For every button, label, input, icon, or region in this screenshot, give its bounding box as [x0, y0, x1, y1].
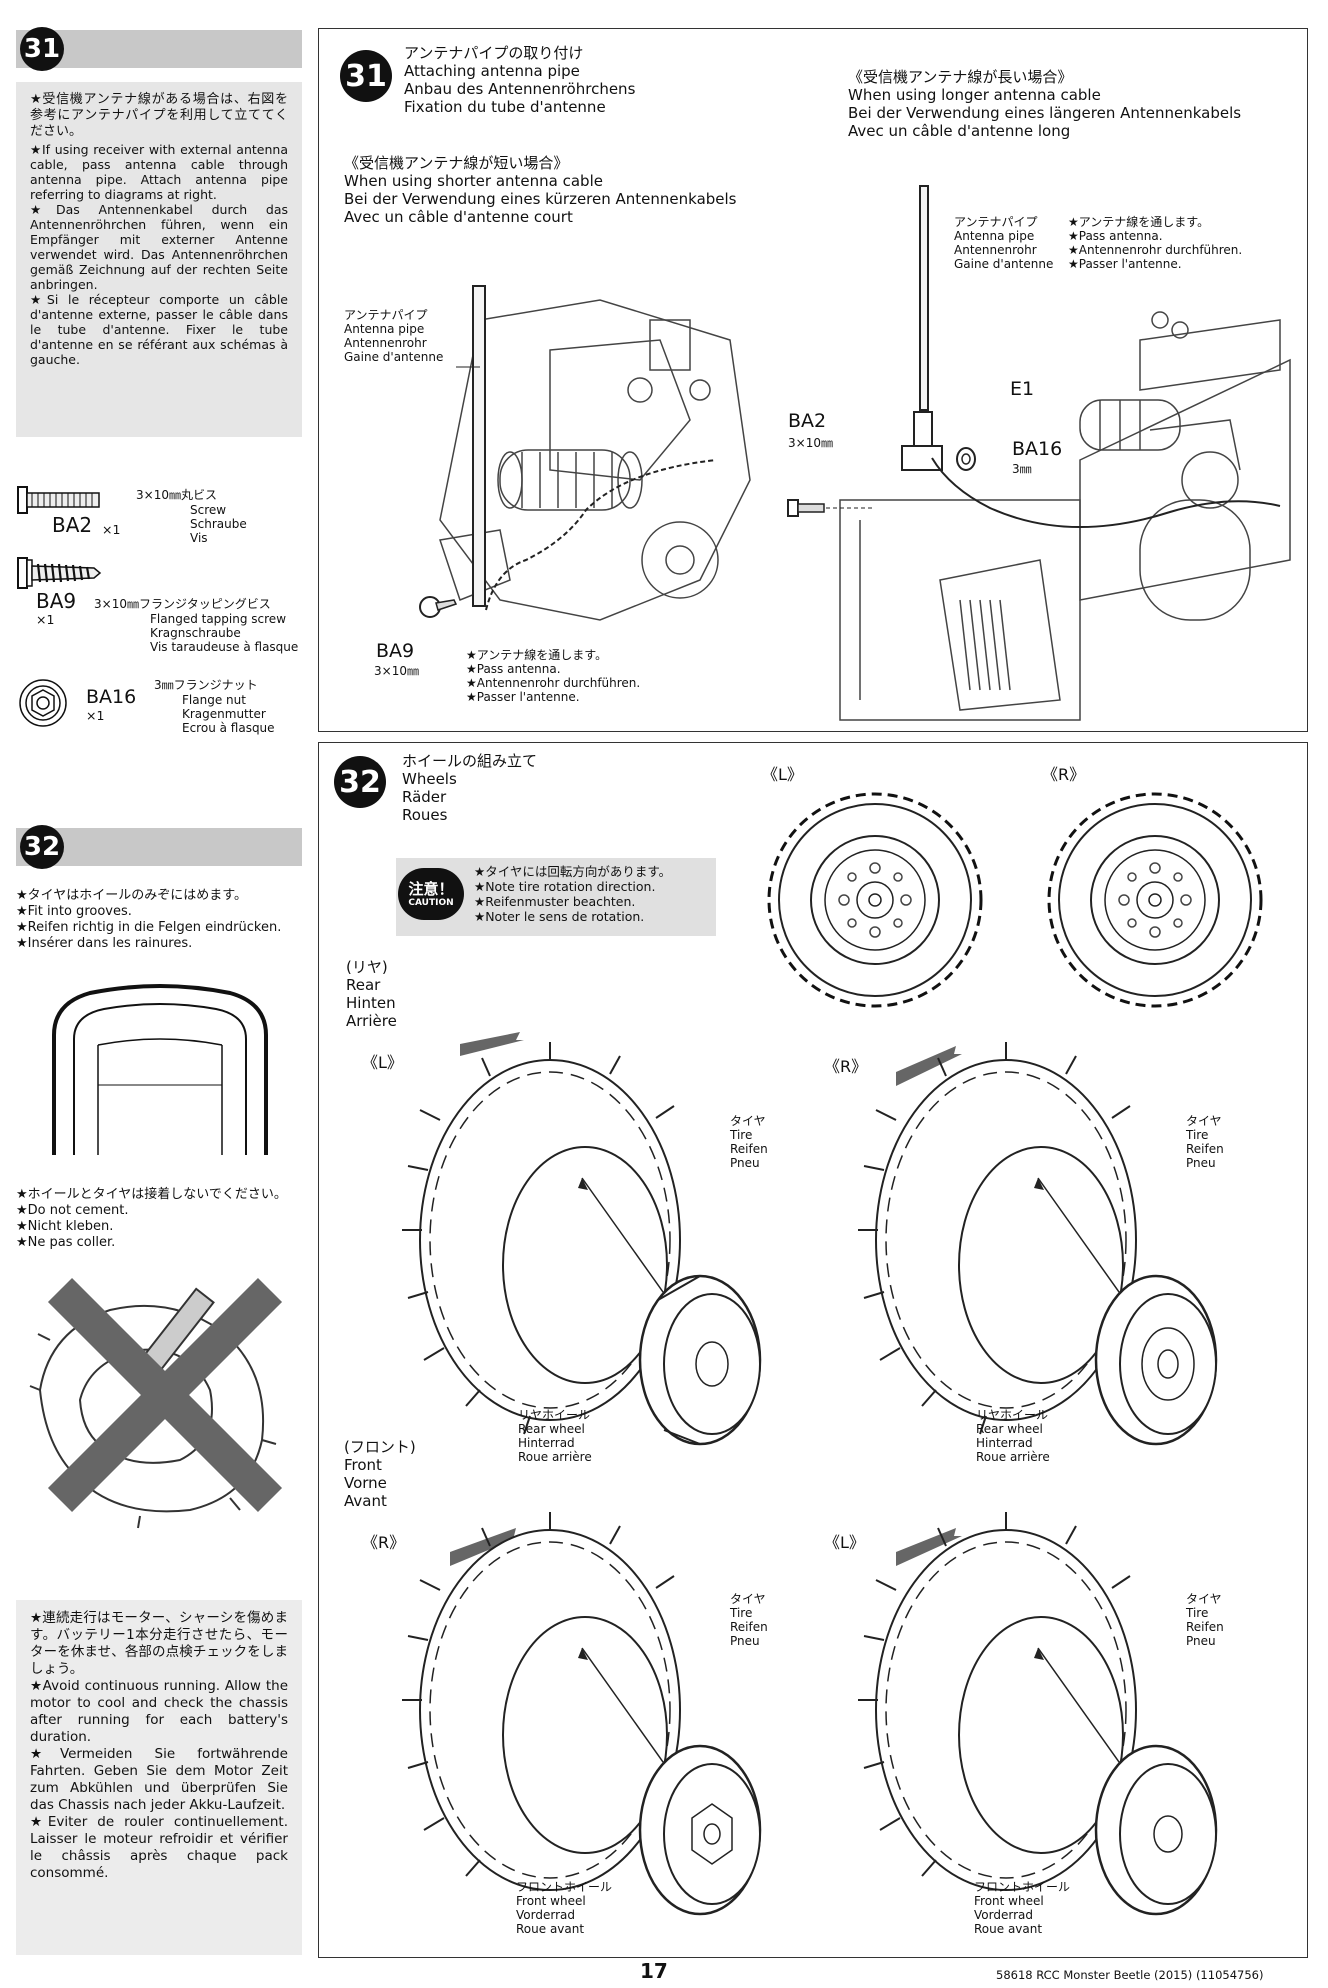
grooves-note: ★タイヤはホイールのみぞにはめます。★Fit into grooves.★Rei… [16, 888, 282, 951]
ba16-qty: ×1 [86, 708, 105, 723]
step32-sidebar-number: 32 [20, 825, 64, 869]
ba2-code: BA2 [52, 513, 93, 537]
rear-left-label: 《L》 [362, 1053, 403, 1072]
step31-sidebar-notes: ★受信機アンテナ線がある場合は、右図を参考にアンテナパイプを利用して立ててくださ… [16, 82, 302, 437]
step32-number: 32 [334, 756, 386, 808]
ba9-screw-drawing [419, 596, 458, 618]
front-right-tire-assembly [402, 1512, 762, 1916]
front-right-label: 《R》 [362, 1533, 406, 1552]
caution-badge-ja: 注意！ [408, 879, 454, 898]
page-number: 17 [640, 1959, 668, 1983]
short-cable-chassis-drawing [439, 299, 751, 621]
top-tire-right-label: 《R》 [1042, 765, 1086, 784]
rear-right-label: 《R》 [824, 1057, 868, 1076]
long-antenna-pipe [919, 185, 929, 411]
tire-groove-diagram [52, 984, 268, 1155]
long-cable-chassis-drawing [839, 311, 1291, 721]
ba9-qty: ×1 [36, 612, 55, 627]
no-cement-note: ★ホイールとタイヤは接着しないでください。★Do not cement.★Nic… [16, 1187, 287, 1250]
short-ba9-code: BA9 [376, 640, 415, 662]
running-note-de: ★Vermeiden Sie fortwährende Fahrten. Geb… [30, 1746, 288, 1813]
step32-panel [318, 742, 1308, 1958]
long-ba16-size: 3㎜ [1012, 462, 1032, 476]
front-left-label: 《L》 [824, 1533, 865, 1552]
note-ja: ★受信機アンテナ線がある場合は、右図を参考にアンテナパイプを利用して立ててくださ… [30, 92, 288, 139]
screw-icon [17, 486, 100, 514]
ba2-size: 3×10㎜丸ビス [136, 488, 217, 502]
tire-front-view-right [1047, 792, 1263, 1008]
caution-text: ★タイヤには回転方向があります。★Note tire rotation dire… [474, 864, 672, 924]
running-note-fr: ★Eviter de rouler continuellement. Laiss… [30, 1814, 288, 1881]
long-antenna-cable [931, 457, 1281, 528]
running-note-en: ★Avoid continuous running. Allow the mot… [30, 1678, 288, 1745]
ba9-size: 3×10㎜フランジタッピングビス [94, 597, 271, 611]
ba2-qty: ×1 [102, 522, 121, 537]
flange-nut-icon [19, 679, 67, 727]
top-tire-left-label: 《L》 [762, 765, 803, 784]
long-ba2-size: 3×10㎜ [788, 436, 833, 450]
short-pipe-leader [456, 366, 480, 368]
long-ba16-code: BA16 [1012, 438, 1063, 460]
ba9-code: BA9 [36, 589, 77, 613]
short-pass-note: ★アンテナ線を通します。★Pass antenna.★Antennenrohr … [466, 648, 641, 704]
front-left-tire-assembly [858, 1512, 1218, 1916]
short-antenna-pipe [472, 285, 486, 607]
tire-front-view-left [767, 792, 983, 1008]
caution-badge: 注意！ CAUTION [398, 868, 464, 920]
long-e1-code: E1 [1010, 378, 1035, 400]
rear-right-tire-assembly [858, 1042, 1218, 1446]
step31-panel [318, 28, 1308, 732]
ba16-code: BA16 [86, 686, 137, 708]
footer-reference: 58618 RCC Monster Beetle (2015) (1105475… [996, 1968, 1264, 1982]
ba16-nut-drawing [956, 447, 976, 471]
running-notes: ★連続走行はモーター、シャーシを傷めます。バッテリー1本分走行させたら、モーター… [16, 1600, 302, 1955]
ba16-size: 3㎜フランジナット [154, 678, 258, 692]
short-cable-heading: 《受信機アンテナ線が短い場合》When using shorter antenn… [344, 154, 737, 226]
step31-sidebar-number: 31 [20, 27, 64, 71]
long-pass-note: ★アンテナ線を通します。★Pass antenna.★Antennenrohr … [1068, 215, 1243, 271]
note-fr: ★Si le récepteur comporte un câble d'ant… [30, 292, 288, 367]
note-de: ★Das Antennenkabel durch das Antennenröh… [30, 202, 288, 292]
no-cement-illustration [29, 1277, 283, 1529]
ba2-screw-drawing [787, 499, 874, 517]
rear-left-tire-assembly [402, 1032, 762, 1446]
long-cable-heading: 《受信機アンテナ線が長い場合》When using longer antenna… [848, 68, 1242, 140]
e1-holder-drawing [901, 411, 943, 471]
tapping-screw-icon [17, 557, 102, 589]
long-ba2-code: BA2 [788, 410, 827, 432]
note-en: ★If using receiver with external antenna… [30, 142, 288, 202]
step31-number: 31 [340, 50, 392, 102]
short-ba9-size: 3×10㎜ [374, 664, 419, 678]
caution-badge-en: CAUTION [408, 897, 454, 908]
short-antenna-cable [485, 459, 717, 611]
running-note-ja: ★連続走行はモーター、シャーシを傷めます。バッテリー1本分走行させたら、モーター… [30, 1610, 288, 1677]
